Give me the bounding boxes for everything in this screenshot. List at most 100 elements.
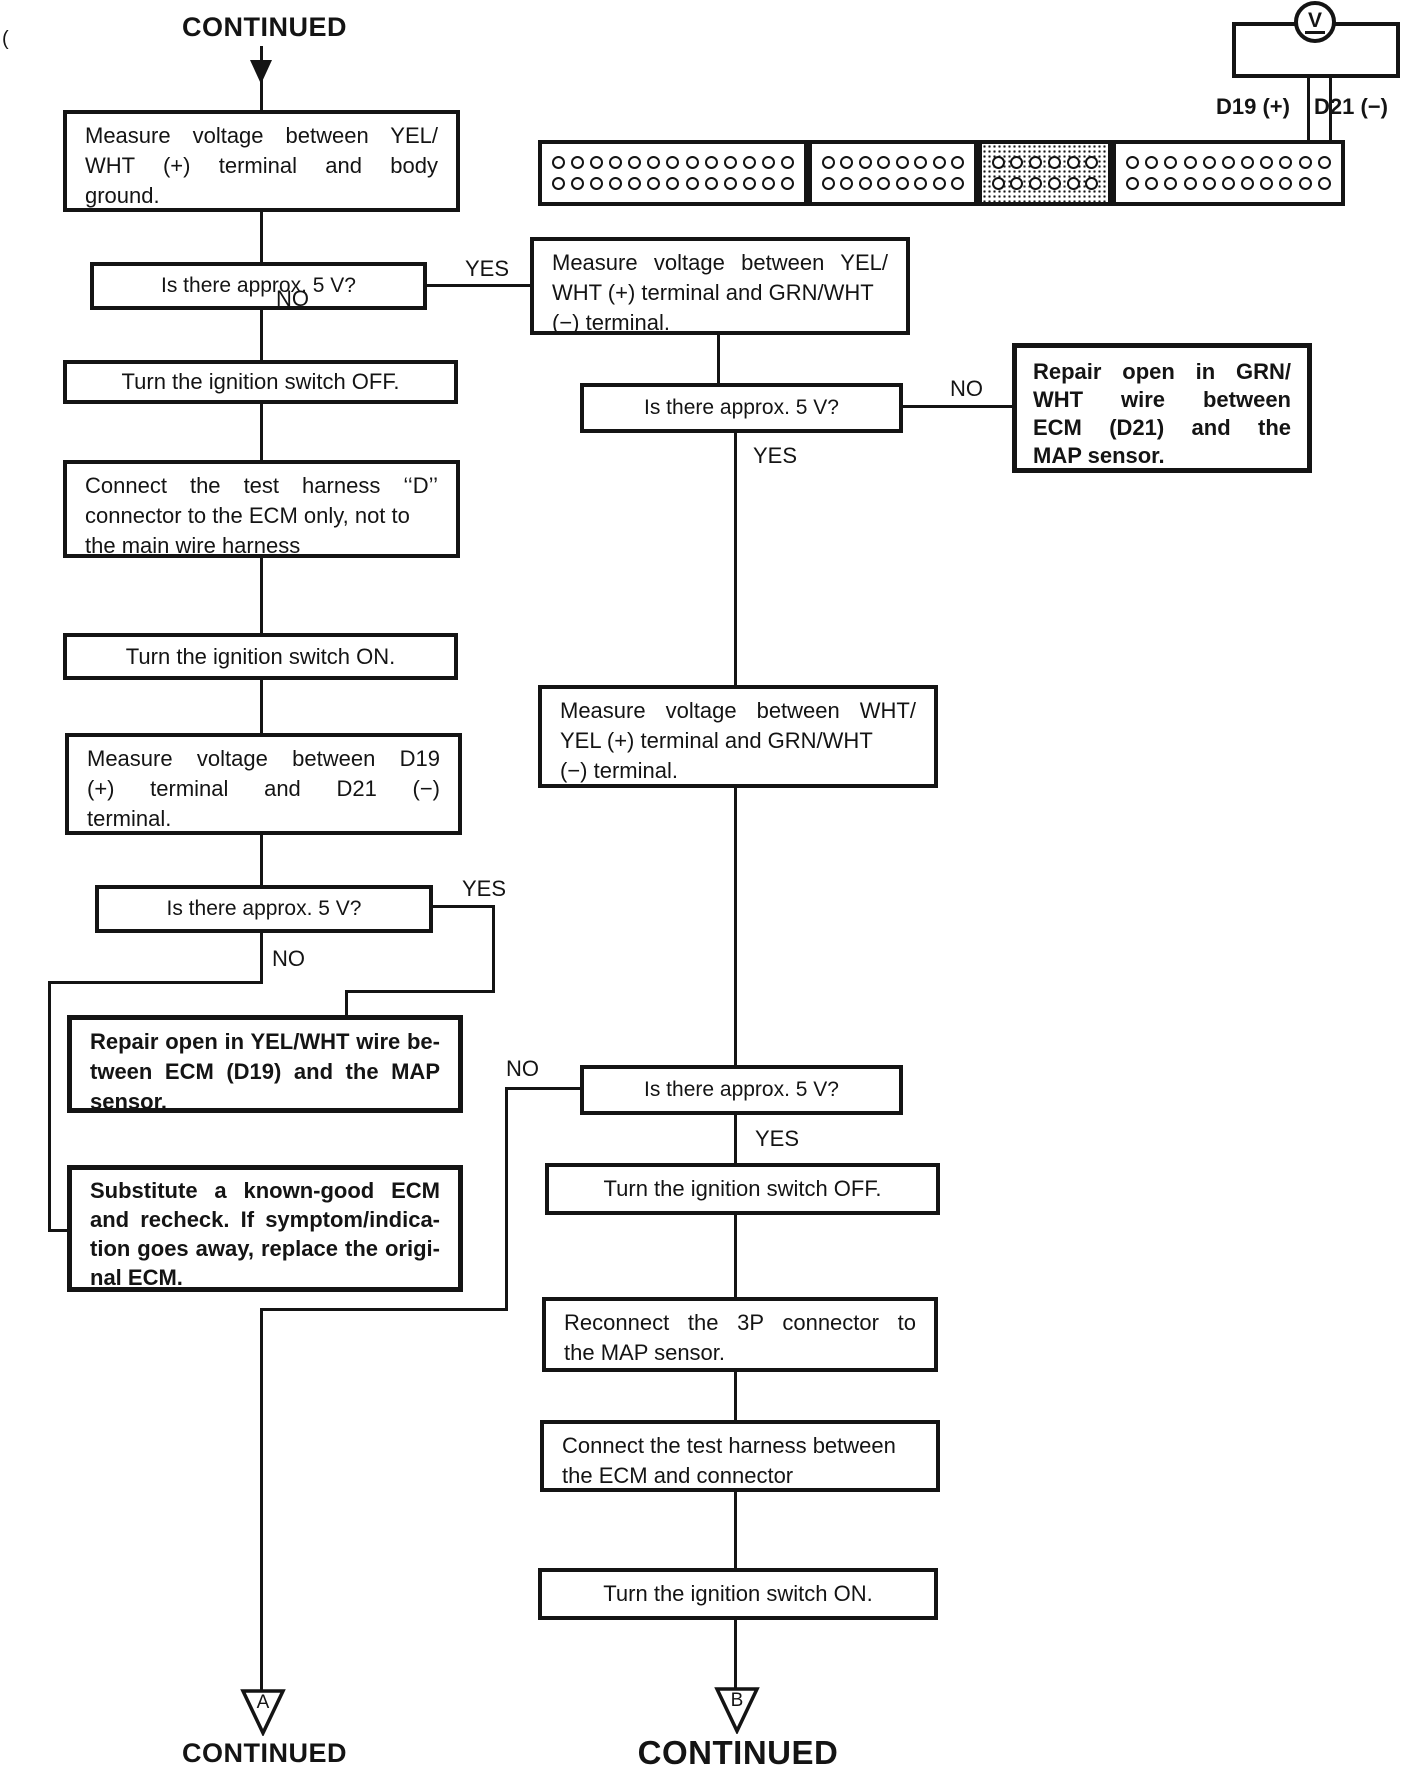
decision-approx-5v-2: Is there approx. 5 V? — [95, 885, 433, 933]
connector-pin — [590, 177, 604, 191]
connector-pin — [723, 155, 737, 169]
no-label: NO — [276, 286, 309, 311]
connector-pin — [1317, 177, 1331, 191]
flow-line-no — [505, 1087, 580, 1090]
connector-pin — [1260, 177, 1274, 191]
connector-pin — [761, 155, 775, 169]
flow-line — [260, 558, 263, 633]
connector-pin — [723, 177, 737, 191]
flow-line — [734, 1620, 737, 1688]
connector-pin — [991, 177, 1005, 191]
step-connect-test-harness-d: Connect the test harness ‘‘D’’ connector… — [63, 460, 460, 558]
connector-pin — [704, 155, 718, 169]
continued-exit-b-label: CONTINUED — [637, 1734, 839, 1771]
connector-pin — [1279, 155, 1293, 169]
terminal-letter: A — [256, 1692, 270, 1713]
connector-section-2 — [808, 140, 978, 206]
connector-pin — [951, 177, 965, 191]
connector-pin — [1029, 177, 1043, 191]
connector-pin — [1085, 177, 1099, 191]
connector-pin — [1145, 177, 1159, 191]
flow-line — [48, 1229, 67, 1232]
connector-pin — [609, 155, 623, 169]
decision-approx-5v-3: Is there approx. 5 V? — [580, 383, 903, 433]
yes-label: YES — [755, 1126, 800, 1151]
probe-lead-d21 — [1329, 76, 1332, 150]
connector-pin — [628, 177, 642, 191]
flow-line — [345, 990, 495, 993]
connector-pin — [1126, 177, 1140, 191]
connector-pin — [858, 155, 872, 169]
connector-pin — [1241, 177, 1255, 191]
connector-pin — [840, 155, 854, 169]
connector-pin — [666, 155, 680, 169]
flow-line — [260, 212, 263, 262]
connector-pin — [877, 155, 891, 169]
flow-line — [260, 404, 263, 460]
flow-line — [734, 1492, 737, 1568]
connector-pin — [1221, 177, 1235, 191]
connector-section-3 — [978, 140, 1112, 206]
yes-label: YES — [465, 256, 510, 281]
action-substitute-ecm: Substitute a known-good ECM and recheck.… — [67, 1165, 463, 1292]
connector-pin — [742, 177, 756, 191]
connector-pin — [1126, 155, 1140, 169]
connector-pin — [932, 177, 946, 191]
connector-pin — [1066, 155, 1080, 169]
connector-pin — [704, 177, 718, 191]
step-ignition-off-left: Turn the ignition switch OFF. — [63, 360, 458, 404]
connector-pin — [666, 177, 680, 191]
connector-pin — [1029, 155, 1043, 169]
action-repair-grnwht-wire: Repair open in GRN/ WHT wire between ECM… — [1012, 343, 1312, 473]
connector-pin — [1164, 155, 1178, 169]
flow-line — [260, 1308, 508, 1311]
voltmeter-icon: V — [1294, 1, 1336, 43]
flow-line — [48, 981, 51, 1232]
flow-line-yes — [433, 905, 495, 908]
voltmeter-label: V — [1304, 10, 1325, 34]
connector-pin — [685, 177, 699, 191]
connector-pin — [1298, 155, 1312, 169]
connector-pin — [590, 155, 604, 169]
connector-pin — [685, 155, 699, 169]
terminal-d21-label: D21 (−) — [1314, 94, 1388, 119]
triangle-icon — [714, 1687, 760, 1736]
connector-pin — [895, 155, 909, 169]
yes-label: YES — [462, 876, 507, 901]
no-label: NO — [950, 376, 983, 401]
step-reconnect-3p-connector: Reconnect the 3P connector to the MAP se… — [542, 1297, 938, 1372]
terminal-connector-b: B — [714, 1686, 760, 1736]
step-connect-test-harness-ecm: Connect the test harness between the ECM… — [540, 1420, 940, 1492]
connector-pin — [1202, 155, 1216, 169]
terminal-d19-label: D19 (+) — [1216, 94, 1290, 119]
scan-artifact: ( — [2, 28, 9, 50]
connector-pin — [1241, 155, 1255, 169]
connector-pin — [951, 155, 965, 169]
no-label: NO — [506, 1056, 539, 1081]
connector-pin — [821, 155, 835, 169]
connector-pin — [1010, 155, 1024, 169]
flow-line — [505, 1087, 508, 1311]
flow-line — [734, 433, 737, 685]
connector-pin — [991, 155, 1005, 169]
flow-line — [734, 1115, 737, 1163]
connector-section-1 — [538, 140, 808, 206]
probe-lead-d19 — [1307, 76, 1310, 146]
connector-pin — [552, 155, 566, 169]
flow-line — [260, 933, 263, 984]
connector-pin — [821, 177, 835, 191]
step-measure-d19-d21: Measure voltage between D19 (+) terminal… — [65, 733, 462, 835]
connector-pin — [840, 177, 854, 191]
connector-pin — [914, 177, 928, 191]
connector-pin — [1221, 155, 1235, 169]
connector-pin — [761, 177, 775, 191]
flow-line — [734, 1215, 737, 1297]
connector-pin — [1047, 177, 1061, 191]
connector-pin — [858, 177, 872, 191]
flow-line — [260, 680, 263, 733]
connector-pin — [1183, 177, 1197, 191]
flow-line — [48, 981, 263, 984]
connector-pin — [780, 155, 794, 169]
flow-line-no — [903, 405, 1012, 408]
